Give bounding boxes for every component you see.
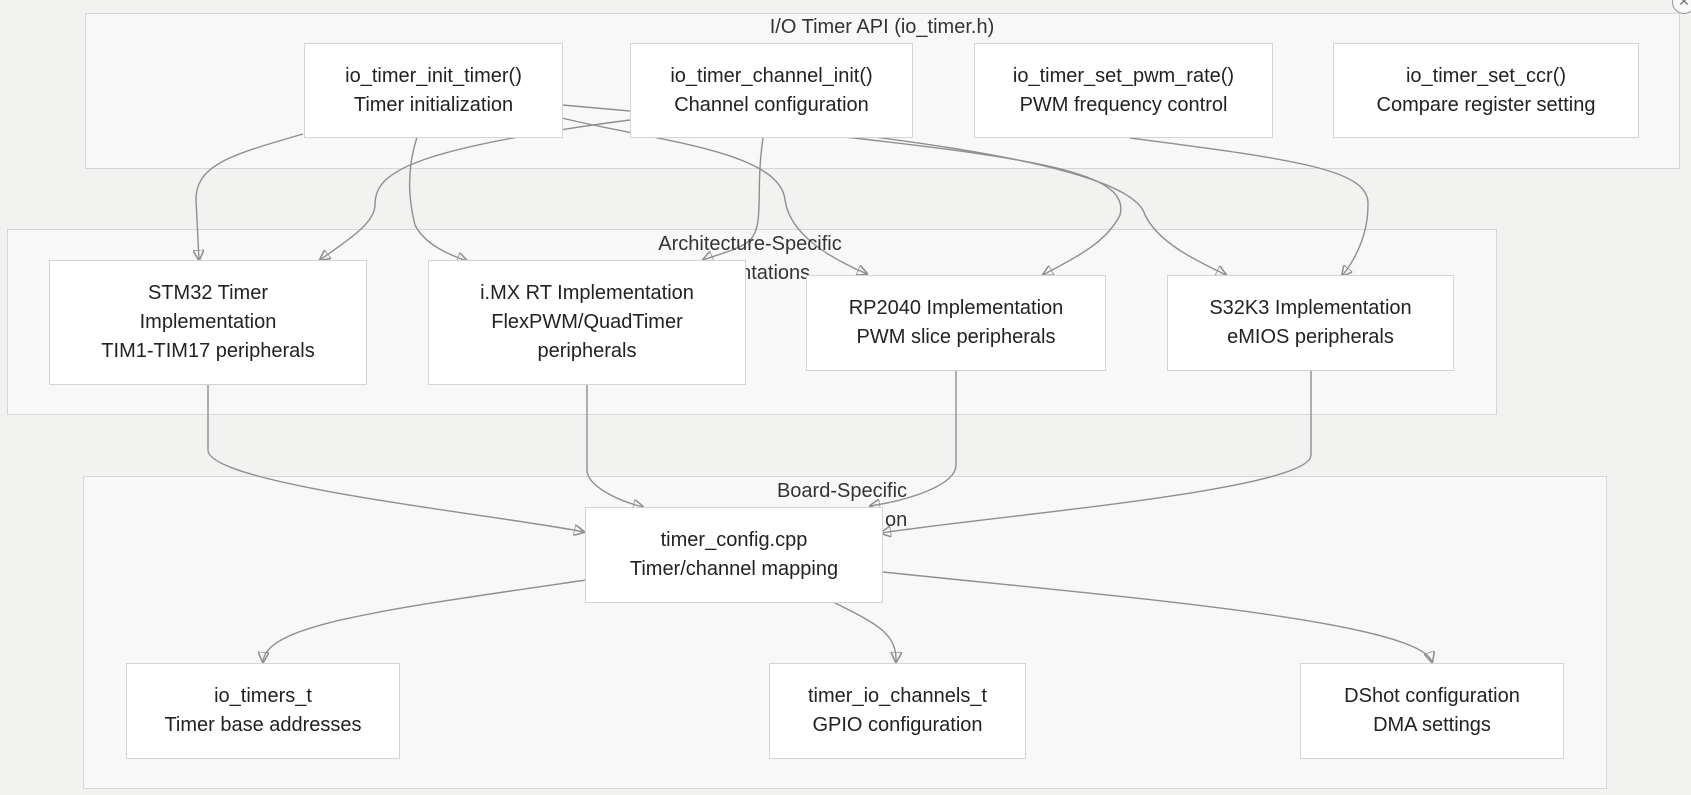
edge-set-pwm-rate-to-s32k3: [1129, 137, 1369, 276]
edge-s32k3-to-timer-config: [881, 370, 1312, 533]
node-line1: io_timer_channel_init(): [670, 64, 873, 87]
node-line1: timer_io_channels_t: [808, 685, 987, 707]
edge-init-timer-to-stm32: [196, 133, 304, 260]
node-s32k3-implementation[interactable]: S32K3 Implementation eMIOS peripherals: [1167, 275, 1454, 371]
edge-channel-init-to-rp2040: [844, 136, 1122, 275]
node-io-timers-t[interactable]: io_timers_t Timer base addresses: [126, 663, 400, 759]
node-line2: Timer initialization: [353, 93, 514, 116]
node-rp2040-implementation[interactable]: RP2040 Implementation PWM slice peripher…: [806, 275, 1106, 371]
edge-rp2040-to-timer-config: [870, 370, 957, 506]
edge-stm32-to-timer-config: [207, 385, 584, 532]
node-imxrt-implementation[interactable]: i.MX RT Implementation FlexPWM/QuadTimer…: [428, 260, 746, 385]
cluster-label-architecture-line1: Architecture-Specific: [658, 233, 842, 255]
edge-imxrt-to-timer-config: [586, 385, 643, 507]
node-line2: FlexPWM/QuadTimer: [491, 311, 683, 333]
node-io-timer-set-pwm-rate[interactable]: io_timer_set_pwm_rate() PWM frequency co…: [974, 43, 1273, 138]
node-line2: Timer base addresses: [164, 714, 362, 736]
node-timer-config-cpp[interactable]: timer_config.cpp Timer/channel mapping: [585, 507, 883, 603]
node-line2: Timer/channel mapping: [629, 558, 839, 580]
node-line1: i.MX RT Implementation: [480, 282, 694, 304]
node-timer-io-channels-t[interactable]: timer_io_channels_t GPIO configuration: [769, 663, 1026, 759]
node-line2: GPIO configuration: [812, 714, 983, 736]
node-line2: Implementation: [139, 311, 277, 333]
cluster-label-io-timer-api: I/O Timer API (io_timer.h): [769, 16, 995, 38]
node-line1: STM32 Timer: [147, 282, 269, 304]
cluster-label-architecture-line2: entations: [729, 262, 811, 284]
node-stm32-timer[interactable]: STM32 Timer Implementation TIM1-TIM17 pe…: [49, 260, 367, 385]
node-io-timer-channel-init[interactable]: io_timer_channel_init() Channel configur…: [630, 43, 913, 138]
node-line1: RP2040 Implementation: [848, 297, 1064, 319]
cluster-label-board-line2: on: [885, 509, 908, 531]
node-line1: io_timers_t: [214, 685, 312, 707]
cluster-label-board-line1: Board-Specific: [776, 480, 908, 502]
node-line1: timer_config.cpp: [660, 529, 808, 551]
edge-channel-init-to-stm32: [320, 119, 631, 260]
edge-timer-config-to-dshot: [882, 571, 1432, 662]
node-line3: TIM1-TIM17 peripherals: [101, 340, 315, 362]
node-io-timer-set-ccr[interactable]: io_timer_set_ccr() Compare register sett…: [1333, 43, 1639, 138]
edge-timer-config-to-io-timers-t: [263, 579, 587, 662]
node-line2: PWM frequency control: [1019, 93, 1228, 116]
node-line2: PWM slice peripherals: [856, 326, 1056, 348]
node-dshot-configuration[interactable]: DShot configuration DMA settings: [1300, 663, 1564, 759]
node-io-timer-init-timer[interactable]: io_timer_init_timer() Timer initializati…: [304, 43, 563, 138]
edge-timer-config-to-timer-io-channels-t: [832, 601, 896, 662]
node-line2: eMIOS peripherals: [1227, 326, 1394, 348]
node-line1: DShot configuration: [1344, 685, 1520, 707]
node-line1: S32K3 Implementation: [1209, 297, 1412, 319]
close-icon[interactable]: ✕: [1672, 0, 1691, 14]
edge-channel-init-to-imxrt: [703, 137, 764, 260]
node-line2: Compare register setting: [1376, 93, 1596, 116]
node-line1: io_timer_set_pwm_rate(): [1012, 64, 1235, 87]
node-line3: peripherals: [537, 340, 637, 362]
node-line2: DMA settings: [1373, 714, 1491, 736]
edge-init-timer-to-imxrt: [408, 136, 467, 261]
node-line1: io_timer_init_timer(): [345, 64, 522, 87]
node-line1: io_timer_set_ccr(): [1405, 64, 1567, 87]
node-line2: Channel configuration: [674, 93, 869, 116]
